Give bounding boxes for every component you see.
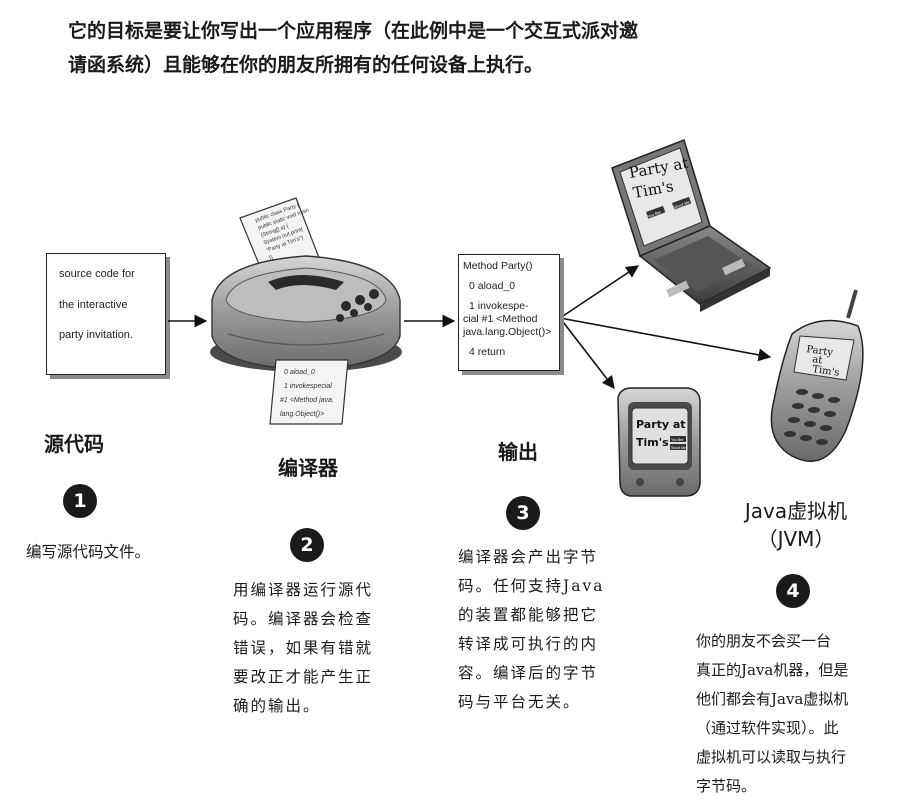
bytecode-line: Method Party() <box>463 260 533 272</box>
pda-button <box>670 436 686 442</box>
arrow-to-laptop <box>559 265 640 319</box>
phone-illustration: Party at Tim's <box>770 289 864 462</box>
step-3-number-badge: 3 <box>506 496 540 530</box>
output-paper: 0 aload_0 1 invokespecial #1 <Method jav… <box>269 359 349 425</box>
intro-line-2: 请函系统）且能够在你的朋友所拥有的任何设备上执行。 <box>68 54 544 76</box>
bytecode-box: Method Party() 0 aload_0 1 invokespe- ci… <box>458 254 560 371</box>
step-2-desc-line: 用编译器运行源代 <box>233 581 374 599</box>
bytecode-line: java.lang.Object()> <box>463 326 552 338</box>
paper-code-line: }} <box>268 255 274 262</box>
bytecode-line: 0 aload_0 <box>469 280 516 292</box>
step-4-label-line-2: （JVM） <box>757 527 835 551</box>
step-2-desc-line: 要改正才能产生正 <box>233 668 374 686</box>
source-box-line: the interactive <box>59 299 128 311</box>
step-2-label: 编译器 <box>278 456 338 480</box>
step-3-desc-line: 转译成可执行的内 <box>458 635 599 653</box>
intro-paragraph: 它的目标是要让你写出一个应用程序（在此例中是一个交互式派对邀 请函系统）且能够在… <box>68 14 868 82</box>
arrow-to-pda <box>559 317 615 390</box>
step-2-desc-line: 码。编译器会检查 <box>233 610 374 628</box>
source-box-line: source code for <box>59 268 135 280</box>
step-3-desc-line: 的装置都能够把它 <box>458 606 599 624</box>
arrow-to-phone <box>559 317 772 362</box>
pda-button-label: Shoot Me <box>671 446 686 450</box>
step-2-desc-line: 错误，如果有错就 <box>233 639 374 657</box>
bytecode-line: 4 return <box>469 346 506 358</box>
step-1-label: 源代码 <box>44 432 104 456</box>
step-4-desc-line: 虚拟机可以读取与执行 <box>696 748 847 766</box>
step-1-number-badge: 1 <box>63 484 97 518</box>
step-4-desc-line: 你的朋友不会买一台 <box>696 632 832 650</box>
step-4-desc-line: 真正的Java机器，但是 <box>696 661 849 679</box>
step-3-desc-line: 编译器会产出字节 <box>458 548 599 566</box>
step-1-description: 编写源代码文件。 <box>26 538 150 567</box>
step-3-desc-line: 码。任何支持Java <box>458 577 605 595</box>
output-paper-line: 1 invokespecial <box>284 383 332 390</box>
step-2-number-badge: 2 <box>290 528 324 562</box>
step-4-description: 你的朋友不会买一台 真正的Java机器，但是 他们都会有Java虚拟机 （通过软… <box>696 627 848 801</box>
laptop-button <box>672 196 692 210</box>
compiler-illustration: public class Party { public static void … <box>210 197 402 425</box>
step-3-description: 编译器会产出字节 码。任何支持Java 的装置都能够把它 转译成可执行的内 容。… <box>458 543 604 717</box>
step-3-desc-line: 码与平台无关。 <box>458 693 581 711</box>
step-4-label: Java虚拟机 （JVM） <box>726 497 866 553</box>
laptop-button-label: You Bet <box>647 209 663 219</box>
bytecode-line: cial #1 <Method <box>463 313 538 325</box>
laptop-button-label: Shoot Me <box>673 199 692 210</box>
phone-screen-line: at <box>812 354 823 366</box>
output-paper-line: lang.Object()> <box>280 411 324 418</box>
pda-button <box>670 444 686 450</box>
step-4-desc-line: 字节码。 <box>696 777 757 795</box>
pda-illustration: Party at Tim's You Bet Shoot Me <box>617 387 701 497</box>
source-code-box: source code for the interactive party in… <box>46 253 166 375</box>
pda-button-label: You Bet <box>671 438 683 442</box>
step-4-number-badge: 4 <box>776 574 810 608</box>
intro-line-1: 它的目标是要让你写出一个应用程序（在此例中是一个交互式派对邀 <box>68 20 639 42</box>
step-4-desc-line: 他们都会有Java虚拟机 <box>696 690 849 708</box>
phone-screen-line: Tim's <box>812 364 841 379</box>
output-paper-line: 0 aload_0 <box>284 369 315 376</box>
step-4-label-line-1: Java虚拟机 <box>744 499 848 523</box>
laptop-button <box>646 205 666 219</box>
step-3-label: 输出 <box>498 440 538 464</box>
pda-screen-line: Tim's <box>636 436 669 449</box>
step-4-desc-line: （通过软件实现）。此 <box>696 719 839 737</box>
source-box-line: party invitation. <box>59 329 133 341</box>
laptop-illustration: Party at Tim's You Bet Shoot Me <box>611 139 772 312</box>
step-2-desc-line: 确的输出。 <box>233 697 321 715</box>
step-2-description: 用编译器运行源代 码。编译器会检查 错误，如果有错就 要改正才能产生正 确的输出… <box>233 576 373 721</box>
output-paper-line: #1 <Method java. <box>280 397 334 404</box>
bytecode-line: 1 invokespe- <box>469 300 529 312</box>
step-3-desc-line: 容。编译后的字节 <box>458 664 599 682</box>
step-1-desc-line: 编写源代码文件。 <box>26 543 151 561</box>
pda-screen-line: Party at <box>636 418 686 431</box>
phone-screen-line: Party <box>806 344 834 359</box>
